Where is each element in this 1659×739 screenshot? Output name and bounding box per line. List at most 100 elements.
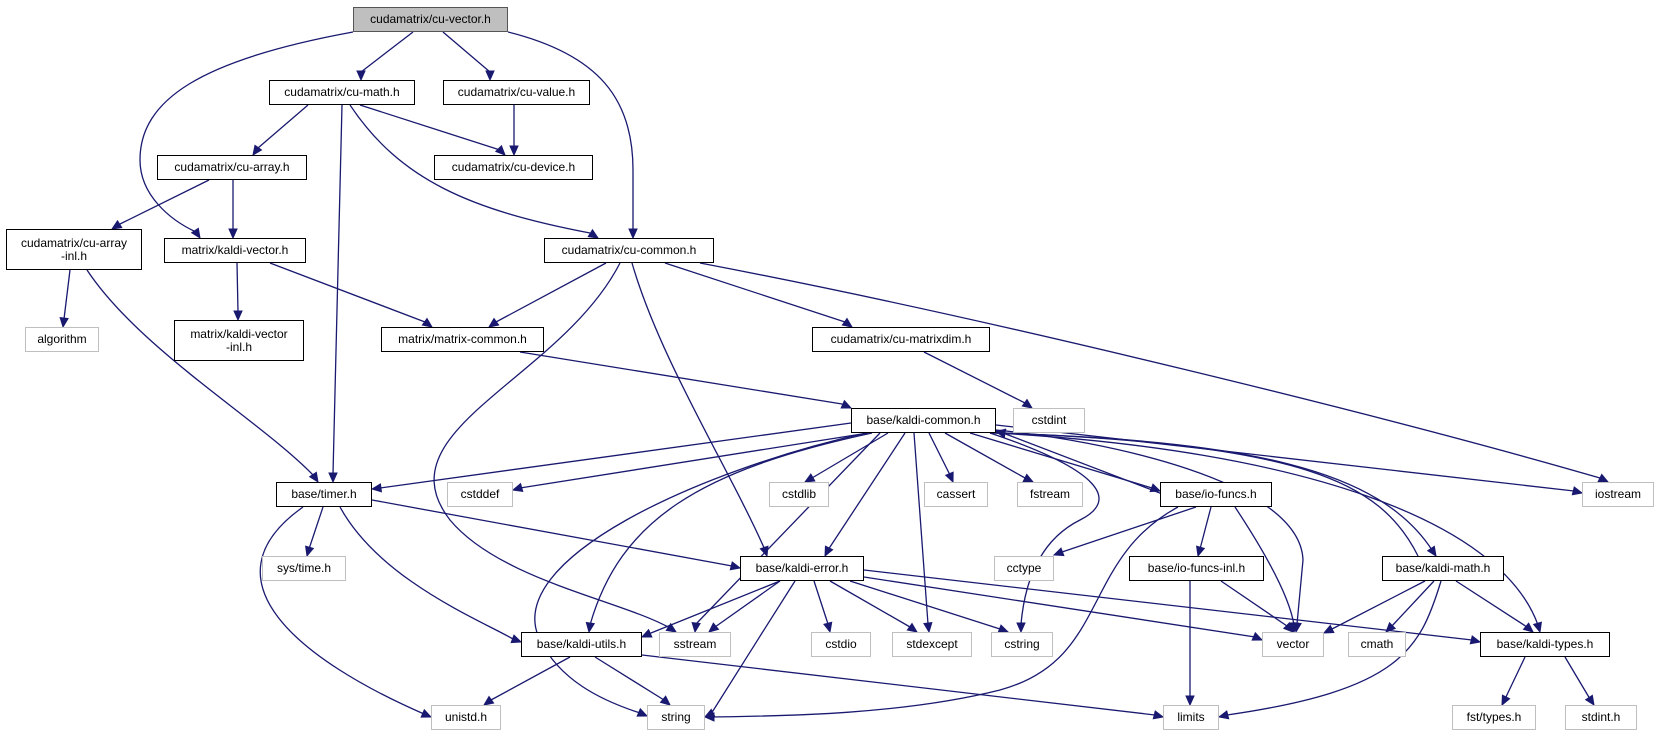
node-cstring[interactable]: cstring bbox=[991, 632, 1053, 657]
node-fst-types[interactable]: fst/types.h bbox=[1452, 705, 1536, 730]
edge-kaldi-common-cstring-arrowhead bbox=[1016, 622, 1026, 634]
node-kaldi-types[interactable]: base/kaldi-types.h bbox=[1480, 632, 1610, 657]
node-algorithm[interactable]: algorithm bbox=[25, 327, 99, 352]
edge-kaldi-utils-limits bbox=[641, 654, 1156, 716]
edge-timer-kaldi-error bbox=[371, 499, 733, 567]
node-cu-array[interactable]: cudamatrix/cu-array.h bbox=[157, 155, 307, 180]
edge-kaldi-error-stdexcept-arrowhead bbox=[906, 622, 919, 633]
node-sys-time[interactable]: sys/time.h bbox=[262, 556, 346, 581]
edge-cu-array-cu-array-inl bbox=[119, 179, 210, 225]
edge-kaldi-common-kaldi-utils bbox=[589, 432, 873, 626]
edge-kaldi-utils-string-arrowhead bbox=[659, 695, 671, 706]
edge-kaldi-math-limits bbox=[1226, 580, 1442, 716]
node-kaldi-math[interactable]: base/kaldi-math.h bbox=[1382, 556, 1504, 581]
edge-kaldi-common-fstream-arrowhead bbox=[1022, 473, 1035, 483]
edge-kaldi-common-string bbox=[534, 432, 867, 714]
node-iostream[interactable]: iostream bbox=[1582, 482, 1654, 507]
node-cassert[interactable]: cassert bbox=[924, 482, 988, 507]
edge-io-funcs-vector bbox=[1234, 506, 1295, 626]
node-sstream[interactable]: sstream bbox=[659, 632, 731, 657]
edge-kaldi-common-string-tail bbox=[638, 711, 641, 714]
node-timer[interactable]: base/timer.h bbox=[276, 482, 372, 507]
edge-cu-math-timer bbox=[332, 104, 343, 475]
node-limits[interactable]: limits bbox=[1163, 705, 1219, 730]
edge-kaldi-common-kaldi-utils-arrowhead bbox=[585, 621, 596, 634]
edge-kaldi-common-kaldi-types bbox=[995, 432, 1539, 626]
edge-kaldi-math-kaldi-types-tail bbox=[1525, 625, 1528, 628]
edge-kaldi-math-cmath-tail bbox=[1390, 625, 1393, 628]
edge-cu-vector-cu-math-arrowhead bbox=[356, 70, 366, 82]
edge-cu-math-cu-common-arrowhead bbox=[587, 228, 600, 239]
node-io-funcs-inl[interactable]: base/io-funcs-inl.h bbox=[1129, 556, 1264, 581]
edge-cu-math-cu-device-tail bbox=[498, 148, 501, 151]
edge-kaldi-error-sstream-arrowhead bbox=[708, 622, 720, 633]
edge-kaldi-math-kaldi-types-arrowhead bbox=[1522, 622, 1534, 633]
node-string[interactable]: string bbox=[647, 705, 705, 730]
node-cu-value[interactable]: cudamatrix/cu-value.h bbox=[443, 80, 590, 105]
edge-timer-kaldi-utils-arrowhead bbox=[510, 634, 523, 644]
node-kaldi-vector-inl[interactable]: matrix/kaldi-vector -inl.h bbox=[174, 320, 304, 361]
edge-cu-matrixdim-cstdint-arrowhead bbox=[1021, 398, 1034, 409]
node-vector[interactable]: vector bbox=[1262, 632, 1324, 657]
edge-cu-array-cu-array-inl-arrowhead bbox=[110, 219, 123, 230]
node-matrix-common[interactable]: matrix/matrix-common.h bbox=[381, 327, 544, 352]
node-cstdlib[interactable]: cstdlib bbox=[769, 482, 829, 507]
edge-kaldi-common-kaldi-error-arrowhead bbox=[824, 545, 834, 558]
edge-kaldi-vector-matrix-common bbox=[269, 262, 426, 323]
edge-cu-matrixdim-cstdint bbox=[923, 351, 1026, 404]
node-cu-vector[interactable]: cudamatrix/cu-vector.h bbox=[353, 7, 508, 32]
edge-kaldi-common-fstream bbox=[944, 432, 1026, 479]
node-cstddef[interactable]: cstddef bbox=[447, 482, 513, 507]
node-cu-array-inl[interactable]: cudamatrix/cu-array -inl.h bbox=[6, 229, 142, 270]
node-kaldi-utils[interactable]: base/kaldi-utils.h bbox=[521, 632, 642, 657]
edge-kaldi-common-cassert bbox=[928, 432, 951, 476]
edge-kaldi-types-stdint-arrowhead bbox=[1584, 694, 1595, 707]
edge-kaldi-common-cstdlib bbox=[811, 432, 889, 479]
node-kaldi-common[interactable]: base/kaldi-common.h bbox=[851, 408, 996, 433]
edge-kaldi-math-kaldi-common bbox=[1003, 432, 1419, 557]
node-kaldi-vector[interactable]: matrix/kaldi-vector.h bbox=[164, 238, 306, 263]
edge-kaldi-types-fst-types bbox=[1504, 656, 1526, 700]
edge-kaldi-common-stdexcept bbox=[913, 432, 929, 625]
edge-kaldi-math-vector bbox=[1331, 580, 1426, 630]
edge-cu-vector-cu-math bbox=[360, 31, 414, 73]
node-stdint[interactable]: stdint.h bbox=[1565, 705, 1637, 730]
edge-kaldi-error-cstdio bbox=[813, 580, 829, 625]
node-cstdint[interactable]: cstdint bbox=[1013, 408, 1085, 433]
edge-timer-sys-time bbox=[308, 506, 324, 550]
edge-cu-vector-cu-value bbox=[442, 31, 491, 73]
edge-cu-vector-cu-common-arrowhead bbox=[628, 228, 638, 240]
node-cu-matrixdim[interactable]: cudamatrix/cu-matrixdim.h bbox=[812, 327, 990, 352]
edge-kaldi-error-stdexcept bbox=[829, 580, 911, 628]
edge-timer-unistd-tail bbox=[422, 712, 425, 715]
edge-kaldi-error-kaldi-utils bbox=[650, 580, 781, 634]
edge-io-funcs-kaldi-common bbox=[1002, 432, 1166, 496]
edge-kaldi-utils-string-tail bbox=[662, 698, 665, 701]
edge-kaldi-common-sstream-arrowhead bbox=[691, 621, 701, 634]
edge-cu-common-sstream-tail bbox=[668, 626, 671, 629]
node-cctype[interactable]: cctype bbox=[994, 556, 1054, 581]
edge-io-funcs-inl-limits-arrowhead bbox=[1185, 695, 1195, 707]
edge-cu-vector-kaldi-vector-tail bbox=[194, 230, 197, 233]
edge-timer-kaldi-utils bbox=[339, 506, 514, 640]
node-cu-device[interactable]: cudamatrix/cu-device.h bbox=[434, 155, 593, 180]
edge-io-funcs-inl-vector bbox=[1220, 580, 1288, 627]
node-kaldi-error[interactable]: base/kaldi-error.h bbox=[740, 556, 864, 581]
edge-cu-array-inl-timer bbox=[86, 269, 315, 477]
node-cu-common[interactable]: cudamatrix/cu-common.h bbox=[544, 238, 714, 263]
node-cu-math[interactable]: cudamatrix/cu-math.h bbox=[269, 80, 415, 105]
edge-kaldi-math-cmath bbox=[1390, 580, 1435, 628]
edge-kaldi-common-cstddef bbox=[519, 432, 869, 489]
edge-kaldi-error-sstream bbox=[714, 580, 781, 628]
node-cstdio[interactable]: cstdio bbox=[811, 632, 871, 657]
edge-kaldi-types-stdint bbox=[1564, 656, 1591, 700]
node-io-funcs[interactable]: base/io-funcs.h bbox=[1160, 482, 1272, 507]
edge-cu-common-kaldi-error bbox=[631, 262, 766, 551]
node-cmath[interactable]: cmath bbox=[1348, 632, 1406, 657]
node-unistd[interactable]: unistd.h bbox=[431, 705, 501, 730]
edge-kaldi-common-cstdlib-arrowhead bbox=[803, 473, 816, 483]
node-stdexcept[interactable]: stdexcept bbox=[892, 632, 972, 657]
node-fstream[interactable]: fstream bbox=[1017, 482, 1083, 507]
edge-io-funcs-cctype bbox=[1061, 506, 1197, 553]
edge-io-funcs-io-funcs-inl bbox=[1199, 506, 1212, 550]
